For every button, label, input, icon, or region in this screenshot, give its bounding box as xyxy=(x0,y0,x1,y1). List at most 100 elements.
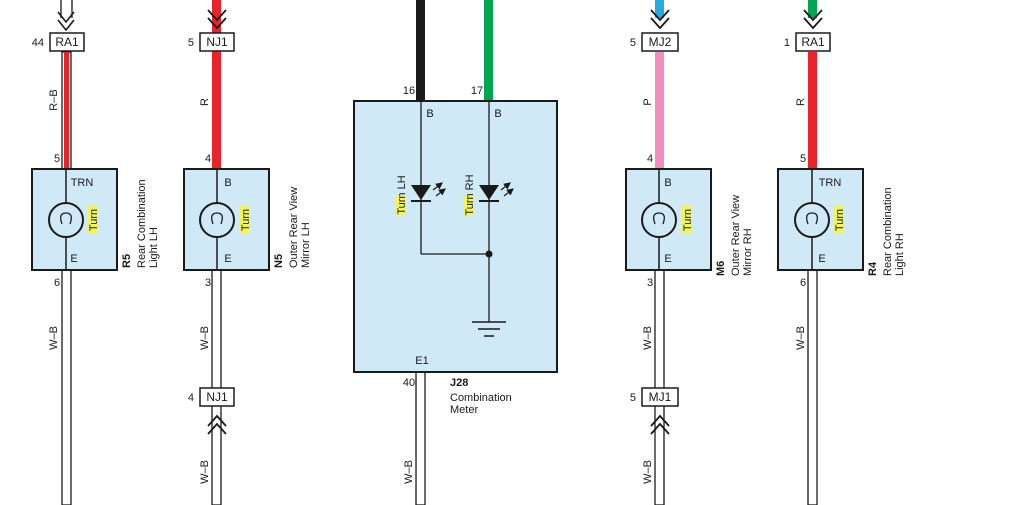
connector-name: RA1 xyxy=(801,35,825,49)
pin-number: 3 xyxy=(647,277,653,289)
wire-mirror-lh-top xyxy=(212,0,221,170)
wire-mirror-rh-blue xyxy=(655,0,664,18)
connector-box-nj1-top xyxy=(199,32,235,52)
pin-number: 4 xyxy=(205,153,211,165)
component-code: J28 xyxy=(450,377,468,389)
bulb-label: Turn xyxy=(240,209,252,231)
connector-arrow-nj1-top xyxy=(207,9,227,30)
pin-number: 40 xyxy=(403,377,415,389)
connector-pin: 1 xyxy=(784,37,790,49)
wire-color-label: W–B xyxy=(403,460,415,484)
terminal-label: TRN xyxy=(71,177,94,189)
connector-arrow-ra1-rh xyxy=(803,9,823,30)
wire-meter-green xyxy=(484,0,493,102)
connector-arrow-nj1-bottom xyxy=(207,414,227,435)
component-name: Outer Rear View xyxy=(730,195,742,276)
connector-arrow-mj1 xyxy=(650,414,670,435)
led-label: Turn LH xyxy=(396,175,408,214)
wire-color-label: W–B xyxy=(48,326,60,350)
pin-number: 6 xyxy=(800,277,806,289)
bulb-icon xyxy=(794,202,830,238)
wire-color-label: W–B xyxy=(199,326,211,350)
terminal-label: TRN xyxy=(819,177,842,189)
pin-number: 16 xyxy=(403,85,415,97)
wire-rear-rh-bottom xyxy=(807,269,818,505)
component-outer-mirror-rh: B E Turn xyxy=(625,168,712,271)
bulb-label: Turn xyxy=(88,209,100,231)
wire-meter-black xyxy=(416,0,425,102)
wire-color-label: W–B xyxy=(795,326,807,350)
component-name: Outer Rear View xyxy=(288,187,300,268)
terminal-label: B xyxy=(664,177,671,189)
connector-box-mj2 xyxy=(641,32,679,52)
component-name: Combination xyxy=(450,392,512,404)
connector-box-ra1-rh xyxy=(795,32,831,52)
pin-number: 17 xyxy=(471,85,483,97)
bulb-label: Turn xyxy=(834,209,846,231)
connector-box-nj1-bottom xyxy=(199,387,235,407)
connector-pin: 5 xyxy=(188,37,194,49)
wire-meter-bottom xyxy=(415,371,426,505)
led-icon xyxy=(479,182,514,202)
component-name: Light RH xyxy=(894,233,906,276)
component-name: Meter xyxy=(450,404,478,416)
pin-number: 4 xyxy=(647,153,653,165)
terminal-label: B xyxy=(224,177,231,189)
pin-number: 5 xyxy=(54,153,60,165)
connector-pin: 5 xyxy=(630,37,636,49)
terminal-label: B xyxy=(494,108,501,120)
component-name: Light LH xyxy=(148,227,160,268)
connector-pin: 44 xyxy=(32,37,44,49)
connector-pin: 5 xyxy=(630,392,636,404)
component-outer-mirror-lh: B E Turn xyxy=(183,168,270,271)
connector-pin: 4 xyxy=(188,392,194,404)
bulb-icon xyxy=(641,202,677,238)
terminal-label: E1 xyxy=(415,355,428,367)
component-name: Mirror LH xyxy=(300,222,312,268)
junction-dot xyxy=(485,250,493,258)
wire-color-label: R xyxy=(199,98,211,106)
wire-rear-lh-top xyxy=(61,51,72,171)
terminal-label: E xyxy=(70,253,77,265)
terminal-label: B xyxy=(426,108,433,120)
connector-name: NJ1 xyxy=(206,390,228,404)
component-code: R5 xyxy=(121,254,133,268)
bulb-icon xyxy=(199,202,235,238)
component-rear-combination-light-rh: TRN E Turn xyxy=(777,168,864,271)
terminal-label: E xyxy=(664,253,671,265)
connector-name: NJ1 xyxy=(206,35,228,49)
pin-number: 3 xyxy=(205,277,211,289)
led-icon xyxy=(411,182,446,202)
ground-icon xyxy=(472,321,506,337)
component-code: R4 xyxy=(867,261,879,276)
wire-rear-lh-bottom xyxy=(61,269,72,505)
bulb-label: Turn xyxy=(682,209,694,231)
terminal-label: E xyxy=(224,253,231,265)
connector-arrow-mj2 xyxy=(650,9,670,30)
component-name: Rear Combination xyxy=(136,179,148,268)
component-combination-meter: B B E1 Turn LH Turn RH xyxy=(353,100,558,373)
wire-rear-rh-top xyxy=(808,52,817,170)
terminal-label: E xyxy=(818,253,825,265)
pin-number: 5 xyxy=(800,153,806,165)
connector-name: RA1 xyxy=(55,35,79,49)
wire-color-label: W–B xyxy=(199,460,211,484)
wire-rear-rh-green xyxy=(808,0,817,18)
connector-name: MJ2 xyxy=(649,35,672,49)
wire-color-label: W–B xyxy=(642,460,654,484)
component-name: Mirror RH xyxy=(742,228,754,276)
bulb-icon xyxy=(48,202,84,238)
component-rear-combination-light-lh: TRN E Turn xyxy=(31,168,118,271)
wire-color-label: R–B xyxy=(48,89,60,110)
led-label: Turn RH xyxy=(464,174,476,215)
connector-box-mj1 xyxy=(641,387,679,407)
component-code: N5 xyxy=(273,254,285,268)
wire-color-label: P xyxy=(642,98,654,105)
wire-color-label: W–B xyxy=(642,326,654,350)
wire-mirror-rh-top xyxy=(655,52,664,170)
component-name: Rear Combination xyxy=(882,187,894,276)
connector-arrow-ra1-lh xyxy=(57,0,75,32)
connector-box-ra1-lh xyxy=(49,32,85,52)
pin-number: 6 xyxy=(54,277,60,289)
